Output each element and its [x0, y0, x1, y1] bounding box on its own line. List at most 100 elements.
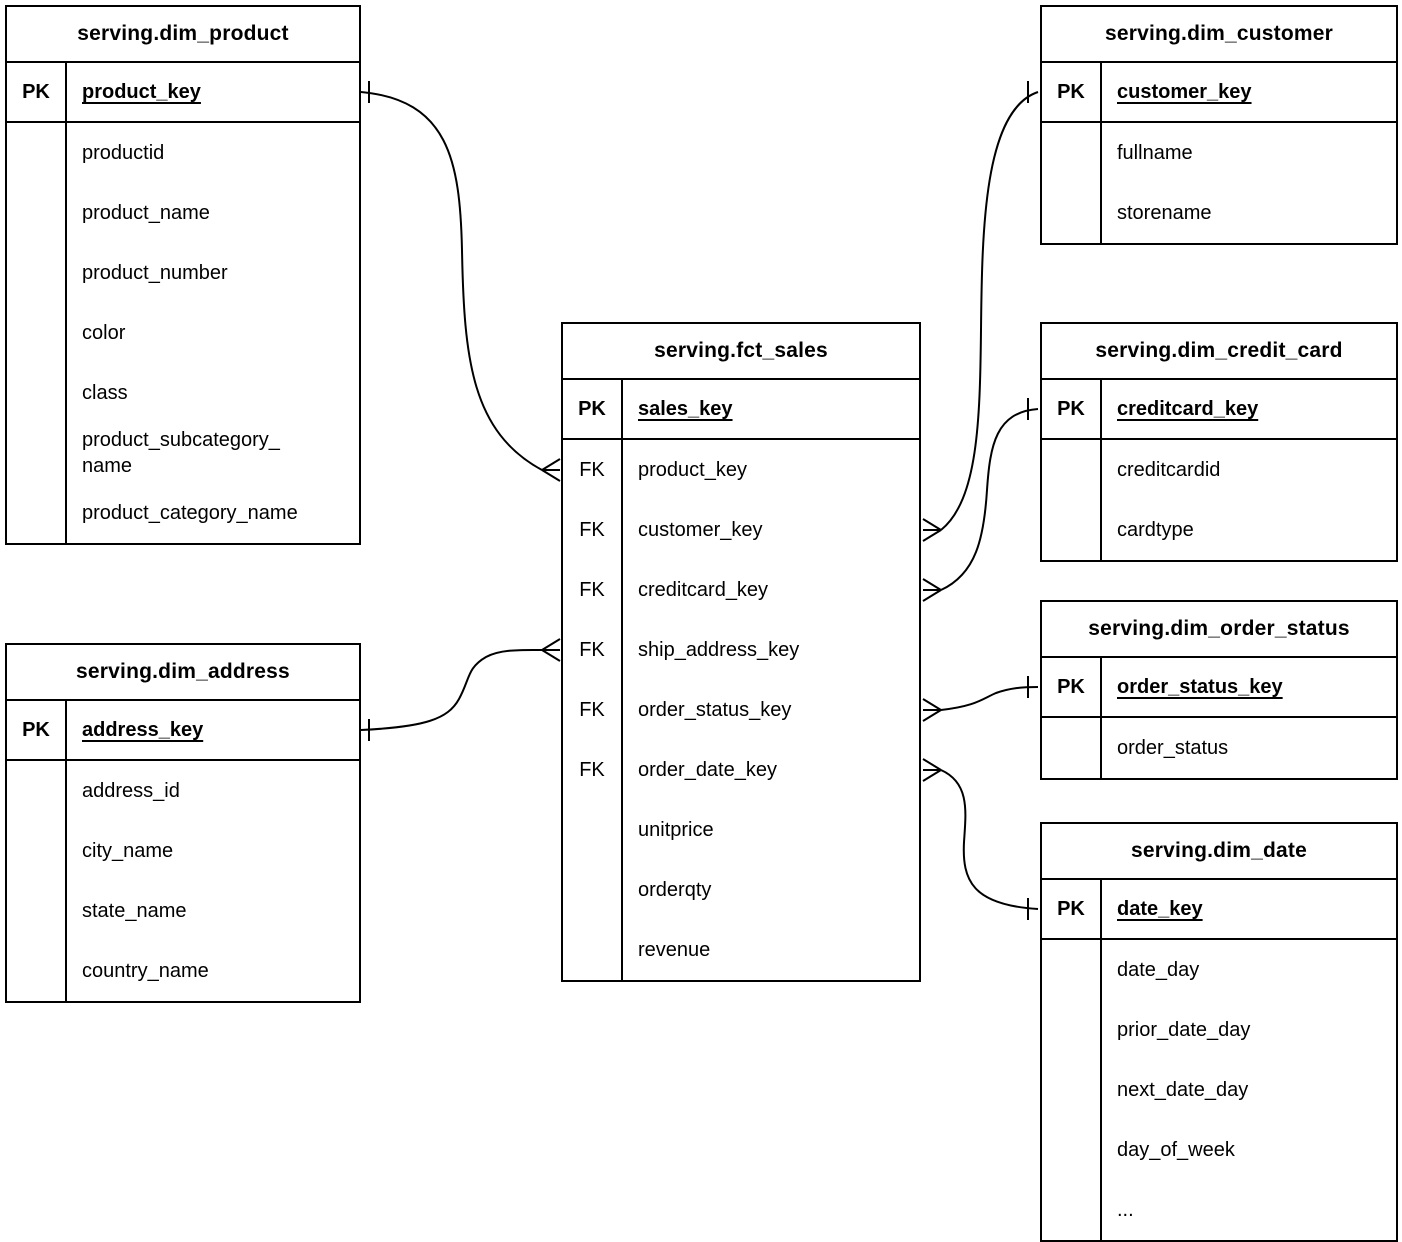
pk-field-name: order_status_key — [1117, 676, 1283, 698]
field-row: state_name — [7, 881, 359, 941]
table-title: serving.fct_sales — [563, 324, 919, 380]
connector-line — [940, 686, 1039, 711]
field-row: orderqty — [563, 860, 919, 920]
connector-line — [360, 648, 543, 731]
crow-foot-many-icon — [922, 698, 942, 722]
connector-line — [360, 91, 543, 471]
pk-row: PK sales_key — [563, 380, 919, 440]
key-cell — [1042, 1060, 1102, 1120]
key-cell — [1042, 1000, 1102, 1060]
table-dim-address: serving.dim_address PK address_key addre… — [5, 643, 361, 1003]
key-cell — [1042, 718, 1102, 778]
field-name: product_category_name — [82, 502, 298, 524]
crow-foot-many-icon — [541, 638, 561, 662]
table-fct-sales: serving.fct_sales PK sales_key FK product… — [561, 322, 921, 982]
field-name: product_key — [638, 459, 747, 481]
field-name: storename — [1117, 202, 1212, 224]
field-name: customer_key — [638, 519, 763, 541]
connector-line — [940, 91, 1039, 531]
connector-line — [940, 408, 1039, 591]
field-row: cardtype — [1042, 500, 1396, 560]
key-cell — [7, 483, 67, 543]
crow-foot-many-icon — [922, 578, 942, 602]
field-row: creditcardid — [1042, 440, 1396, 500]
table-dim-product: serving.dim_product PK product_key produ… — [5, 5, 361, 545]
field-row: fullname — [1042, 123, 1396, 183]
table-title: serving.dim_customer — [1042, 7, 1396, 63]
key-cell — [1042, 123, 1102, 183]
key-cell — [7, 761, 67, 821]
pk-badge: PK — [1042, 63, 1102, 121]
key-cell — [7, 303, 67, 363]
table-dim-credit-card: serving.dim_credit_card PK creditcard_ke… — [1040, 322, 1398, 562]
field-row: storename — [1042, 183, 1396, 243]
field-name: creditcardid — [1117, 459, 1221, 481]
field-row: ... — [1042, 1180, 1396, 1240]
field-name: productid — [82, 142, 165, 164]
pk-badge: PK — [1042, 380, 1102, 438]
pk-field-name: sales_key — [638, 398, 733, 420]
key-cell — [563, 800, 623, 860]
field-name: cardtype — [1117, 519, 1194, 541]
table-dim-date: serving.dim_date PK date_key date_day pr… — [1040, 822, 1398, 1242]
pk-row: PK product_key — [7, 63, 359, 123]
pk-field-name: creditcard_key — [1117, 398, 1259, 420]
key-cell — [563, 920, 623, 980]
field-row: address_id — [7, 761, 359, 821]
field-name: city_name — [82, 840, 174, 862]
field-name: country_name — [82, 960, 209, 982]
key-cell — [7, 881, 67, 941]
field-name: product_number — [82, 262, 228, 284]
crow-foot-many-icon — [922, 518, 942, 542]
pk-field-name: customer_key — [1117, 81, 1252, 103]
field-row: unitprice — [563, 800, 919, 860]
fk-badge: FK — [563, 680, 623, 740]
relationship-fct-sales-dim-date — [922, 758, 1039, 920]
field-name: creditcard_key — [638, 579, 769, 601]
pk-field-name: address_key — [82, 719, 204, 741]
table-title: serving.dim_order_status — [1042, 602, 1396, 658]
field-row: order_status — [1042, 718, 1396, 778]
fk-badge: FK — [563, 440, 623, 500]
field-row: FK product_key — [563, 440, 919, 500]
field-name: order_status — [1117, 737, 1229, 759]
pk-row: PK address_key — [7, 701, 359, 761]
field-row: date_day — [1042, 940, 1396, 1000]
field-name: prior_date_day — [1117, 1019, 1251, 1041]
table-dim-customer: serving.dim_customer PK customer_key ful… — [1040, 5, 1398, 245]
relationship-fct-sales-dim-credit-card — [922, 398, 1039, 602]
field-row: revenue — [563, 920, 919, 980]
field-name: revenue — [638, 939, 711, 961]
pk-field-name: product_key — [82, 81, 201, 103]
pk-badge: PK — [1042, 880, 1102, 938]
relationship-fct-sales-dim-product — [360, 81, 561, 482]
field-row: product_number — [7, 243, 359, 303]
field-name: address_id — [82, 780, 180, 802]
key-cell — [7, 123, 67, 183]
field-row: productid — [7, 123, 359, 183]
field-row: color — [7, 303, 359, 363]
fk-badge: FK — [563, 740, 623, 800]
field-name: product_name — [82, 202, 210, 224]
field-row: product_category_name — [7, 483, 359, 543]
pk-badge: PK — [7, 701, 67, 759]
key-cell — [1042, 183, 1102, 243]
table-title: serving.dim_credit_card — [1042, 324, 1396, 380]
crow-foot-many-icon — [922, 758, 942, 782]
table-dim-order-status: serving.dim_order_status PK order_status… — [1040, 600, 1398, 780]
relationship-fct-sales-dim-address — [360, 638, 561, 741]
field-name: ship_address_key — [638, 639, 800, 661]
field-name: day_of_week — [1117, 1139, 1235, 1161]
pk-badge: PK — [1042, 658, 1102, 716]
pk-row: PK creditcard_key — [1042, 380, 1396, 440]
field-name: order_date_key — [638, 759, 777, 781]
table-title: serving.dim_address — [7, 645, 359, 701]
field-name: class — [82, 382, 128, 404]
pk-badge: PK — [563, 380, 623, 438]
pk-row: PK order_status_key — [1042, 658, 1396, 718]
field-name: order_status_key — [638, 699, 792, 721]
relationship-fct-sales-dim-customer — [922, 81, 1039, 542]
